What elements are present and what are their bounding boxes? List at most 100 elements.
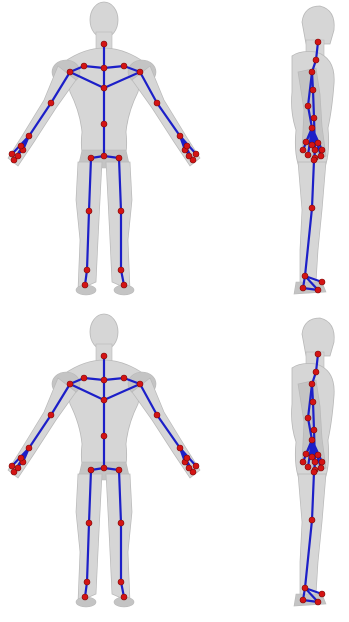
head-shape	[302, 6, 334, 44]
side-joint-elb	[305, 415, 311, 421]
front-joint-chest	[101, 397, 107, 403]
front-joint-pelvis	[101, 465, 107, 471]
side-bone-chest-spine	[313, 402, 314, 430]
side-joint-wr	[309, 125, 315, 131]
leg-shape	[298, 162, 326, 286]
side-joint-h1	[303, 451, 309, 457]
side-joint-chest	[310, 87, 316, 93]
side-joint-ank	[302, 585, 308, 591]
side-joint-knee	[309, 205, 315, 211]
front-view-top	[8, 2, 200, 295]
front-joint-rhip	[116, 467, 122, 473]
side-joint-neck	[313, 369, 319, 375]
side-joint-h4	[319, 147, 325, 153]
front-joint-rknee	[118, 520, 124, 526]
side-joint-h3	[315, 452, 321, 458]
front-joint-lsho	[81, 63, 87, 69]
front-joint-rh4	[193, 463, 199, 469]
front-joint-rh5	[184, 455, 190, 461]
front-joint-rh5	[184, 143, 190, 149]
side-joint-toe2	[319, 279, 325, 285]
front-joint-lfoot	[82, 282, 88, 288]
front-joint-lsho	[81, 375, 87, 381]
side-joint-h2	[309, 454, 315, 460]
side-joint-spine	[311, 427, 317, 433]
front-joint-lhip	[88, 155, 94, 161]
front-joint-rsho	[121, 375, 127, 381]
side-joint-heel	[300, 597, 306, 603]
front-joint-neck	[101, 377, 107, 383]
side-joint-h5	[305, 152, 311, 158]
front-view-bottom	[8, 314, 200, 607]
front-joint-lelb	[48, 412, 54, 418]
front-joint-lwr	[26, 445, 32, 451]
front-joint-lh5	[18, 143, 24, 149]
front-joint-rank	[118, 267, 124, 273]
front-joint-lank	[84, 267, 90, 273]
front-joint-lfoot	[82, 594, 88, 600]
side-joint-h8	[300, 459, 306, 465]
side-joint-h3	[315, 140, 321, 146]
front-joint-neck	[101, 65, 107, 71]
side-bone-chest-spine	[313, 90, 314, 118]
front-joint-relb	[154, 100, 160, 106]
side-joint-head	[315, 39, 321, 45]
side-joint-toe	[315, 599, 321, 605]
side-joint-h5	[305, 464, 311, 470]
front-joint-lh4	[9, 463, 15, 469]
leg-shape	[298, 474, 326, 598]
side-joint-knee	[309, 517, 315, 523]
side-joint-neck	[313, 57, 319, 63]
front-joint-spine	[101, 433, 107, 439]
side-view-bottom	[292, 318, 335, 606]
front-joint-lhip	[88, 467, 94, 473]
front-joint-rfoot	[121, 594, 127, 600]
side-joint-h8	[300, 147, 306, 153]
front-joint-lwr	[26, 133, 32, 139]
front-joint-spine	[101, 121, 107, 127]
front-joint-rfoot	[121, 282, 127, 288]
front-joint-head	[101, 41, 107, 47]
front-joint-lknee	[86, 520, 92, 526]
front-joint-rank	[118, 579, 124, 585]
front-joint-lh5	[18, 455, 24, 461]
front-joint-luarm	[67, 69, 73, 75]
front-joint-ruarm	[137, 69, 143, 75]
side-joint-toe2	[319, 591, 325, 597]
side-joint-wr	[309, 437, 315, 443]
side-joint-sho	[309, 69, 315, 75]
side-joint-sho	[309, 381, 315, 387]
front-joint-pelvis	[101, 153, 107, 159]
side-joint-ank	[302, 273, 308, 279]
front-joint-rsho	[121, 63, 127, 69]
side-joint-hip	[311, 469, 317, 475]
front-joint-chest	[101, 85, 107, 91]
front-joint-ruarm	[137, 381, 143, 387]
side-joint-heel	[300, 285, 306, 291]
front-joint-lank	[84, 579, 90, 585]
side-joint-hip	[311, 157, 317, 163]
front-joint-rknee	[118, 208, 124, 214]
front-joint-rh4	[193, 151, 199, 157]
front-joint-relb	[154, 412, 160, 418]
front-joint-lelb	[48, 100, 54, 106]
side-joint-h4	[319, 459, 325, 465]
front-joint-rh2	[186, 465, 192, 471]
side-joint-h7	[318, 465, 324, 471]
front-joint-rwr	[177, 133, 183, 139]
side-joint-toe	[315, 287, 321, 293]
front-joint-lh4	[9, 151, 15, 157]
front-joint-rwr	[177, 445, 183, 451]
front-joint-rh2	[186, 153, 192, 159]
front-joint-luarm	[67, 381, 73, 387]
side-joint-elb	[305, 103, 311, 109]
side-joint-spine	[311, 115, 317, 121]
side-joint-chest	[310, 399, 316, 405]
side-joint-h7	[318, 153, 324, 159]
head-shape	[302, 318, 334, 356]
side-joint-h2	[309, 142, 315, 148]
front-joint-lh2	[15, 465, 21, 471]
front-joint-rhip	[116, 155, 122, 161]
